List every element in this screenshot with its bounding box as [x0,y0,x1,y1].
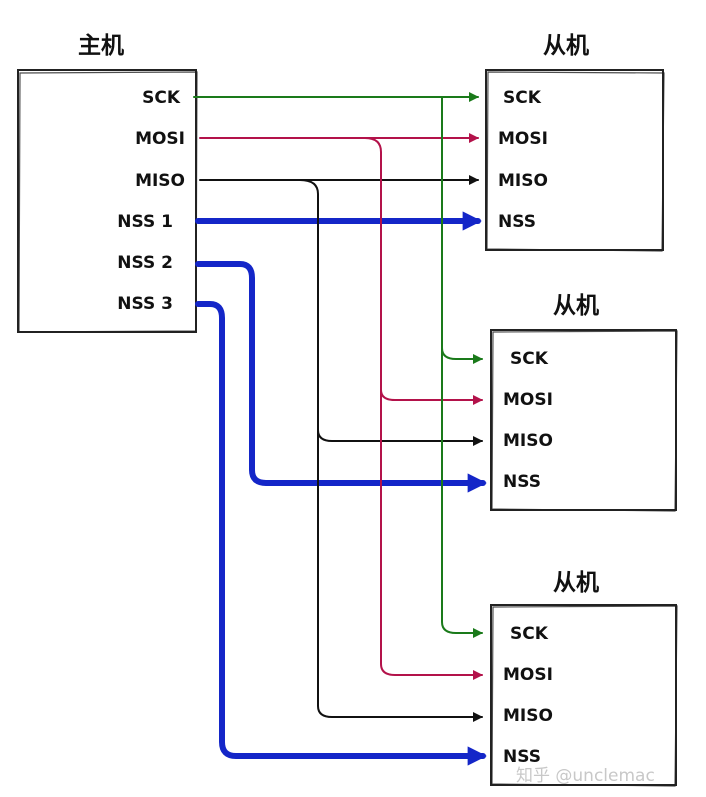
slave-3-pin-nss: NSS [503,747,541,767]
slave-1-box [485,69,665,252]
slave-1-pin-sck: SCK [503,88,542,108]
master-pin-mosi: MOSI [135,129,185,149]
slave-2-pin-miso: MISO [503,431,553,451]
wire-miso-3 [317,429,483,722]
watermark: 知乎 @unclemac [516,766,655,786]
slave-2-pin-mosi: MOSI [503,390,553,410]
master-pin-nss-3: NSS 3 [117,294,173,314]
master-box [17,69,198,333]
slave-2-pin-nss: NSS [503,472,541,492]
slave-3-pin-mosi: MOSI [503,665,553,685]
master-pin-miso: MISO [135,171,185,191]
slave-1-pin-mosi: MOSI [498,129,548,149]
slave-1-pin-miso: MISO [498,171,548,191]
wire-nss-3 [195,301,487,766]
wire-mosi-branch [364,137,483,405]
slave-2-title: 从机 [553,293,599,319]
master-title: 主机 [78,33,124,59]
wire-sck-branch [441,96,483,364]
slave-3-box [490,604,678,787]
slave-3-pin-miso: MISO [503,706,553,726]
slave-2-box [490,329,678,512]
slave-2-pin-sck: SCK [510,349,549,369]
slave-1-pin-nss: NSS [498,212,536,232]
slave-1-title: 从机 [543,33,589,59]
wire-sck-3 [441,347,483,638]
master-pin-sck: SCK [142,88,181,108]
master-pin-nss-1: NSS 1 [117,212,173,232]
slave-3-title: 从机 [553,570,599,596]
wire-mosi-3 [380,389,483,680]
slave-3-pin-sck: SCK [510,624,549,644]
master-pin-nss-2: NSS 2 [117,253,173,273]
wire-nss-2 [195,261,487,493]
